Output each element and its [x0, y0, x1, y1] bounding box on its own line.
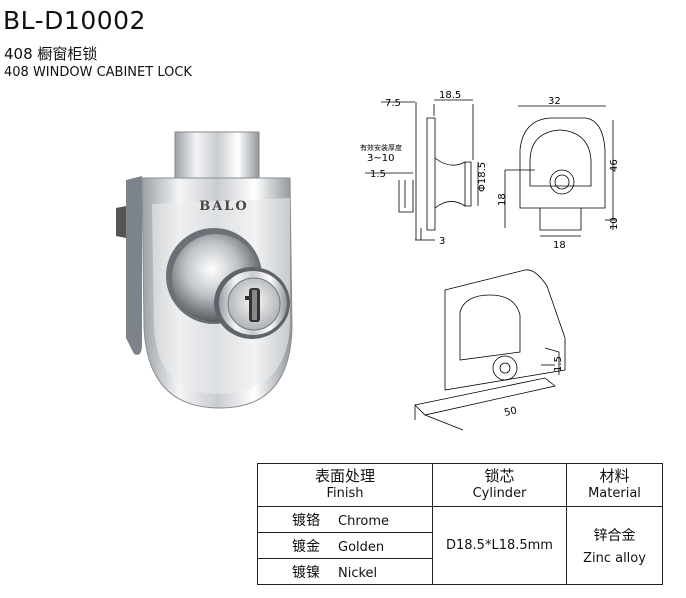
spec-header-row: 表面处理 Finish 锁芯 Cylinder 材料 Material: [257, 463, 663, 507]
model-title: BL-D10002: [3, 6, 146, 35]
header-cylinder: 锁芯 Cylinder: [432, 463, 567, 507]
install-thickness-range: 3~10: [367, 153, 394, 164]
header-finish: 表面处理 Finish: [257, 463, 433, 507]
dim-18-side: 18: [497, 193, 508, 206]
dim-10: 10: [609, 217, 620, 230]
dim-phi-18-5: Φ18.5: [477, 162, 488, 192]
cylinder-size: D18.5*L18.5mm: [432, 506, 567, 585]
dim-7-5: 7.5: [385, 98, 401, 109]
dim-1-5-iso: 1.5: [553, 356, 564, 372]
dim-50: 50: [503, 405, 518, 419]
header-material: 材料 Material: [566, 463, 663, 507]
dim-3: 3: [439, 236, 445, 247]
material-value: 锌合金 Zinc alloy: [566, 506, 663, 585]
technical-drawing: 7.5 18.5 32 有效安装厚度 3~10 1.5 Φ18.5 18 3 1…: [360, 90, 620, 431]
dim-1-5-side: 1.5: [370, 169, 386, 180]
brand-logo: BALO: [199, 199, 249, 214]
dim-18-5-top: 18.5: [439, 90, 461, 101]
lock-photo: BALO: [116, 131, 293, 409]
dim-46: 46: [609, 159, 620, 172]
dim-32: 32: [548, 96, 561, 107]
install-thickness-label: 有效安装厚度: [360, 143, 402, 152]
product-name-en: 408 WINDOW CABINET LOCK: [4, 65, 192, 80]
product-name-cn: 408 橱窗柜锁: [4, 45, 98, 63]
dim-18-front: 18: [553, 240, 566, 251]
